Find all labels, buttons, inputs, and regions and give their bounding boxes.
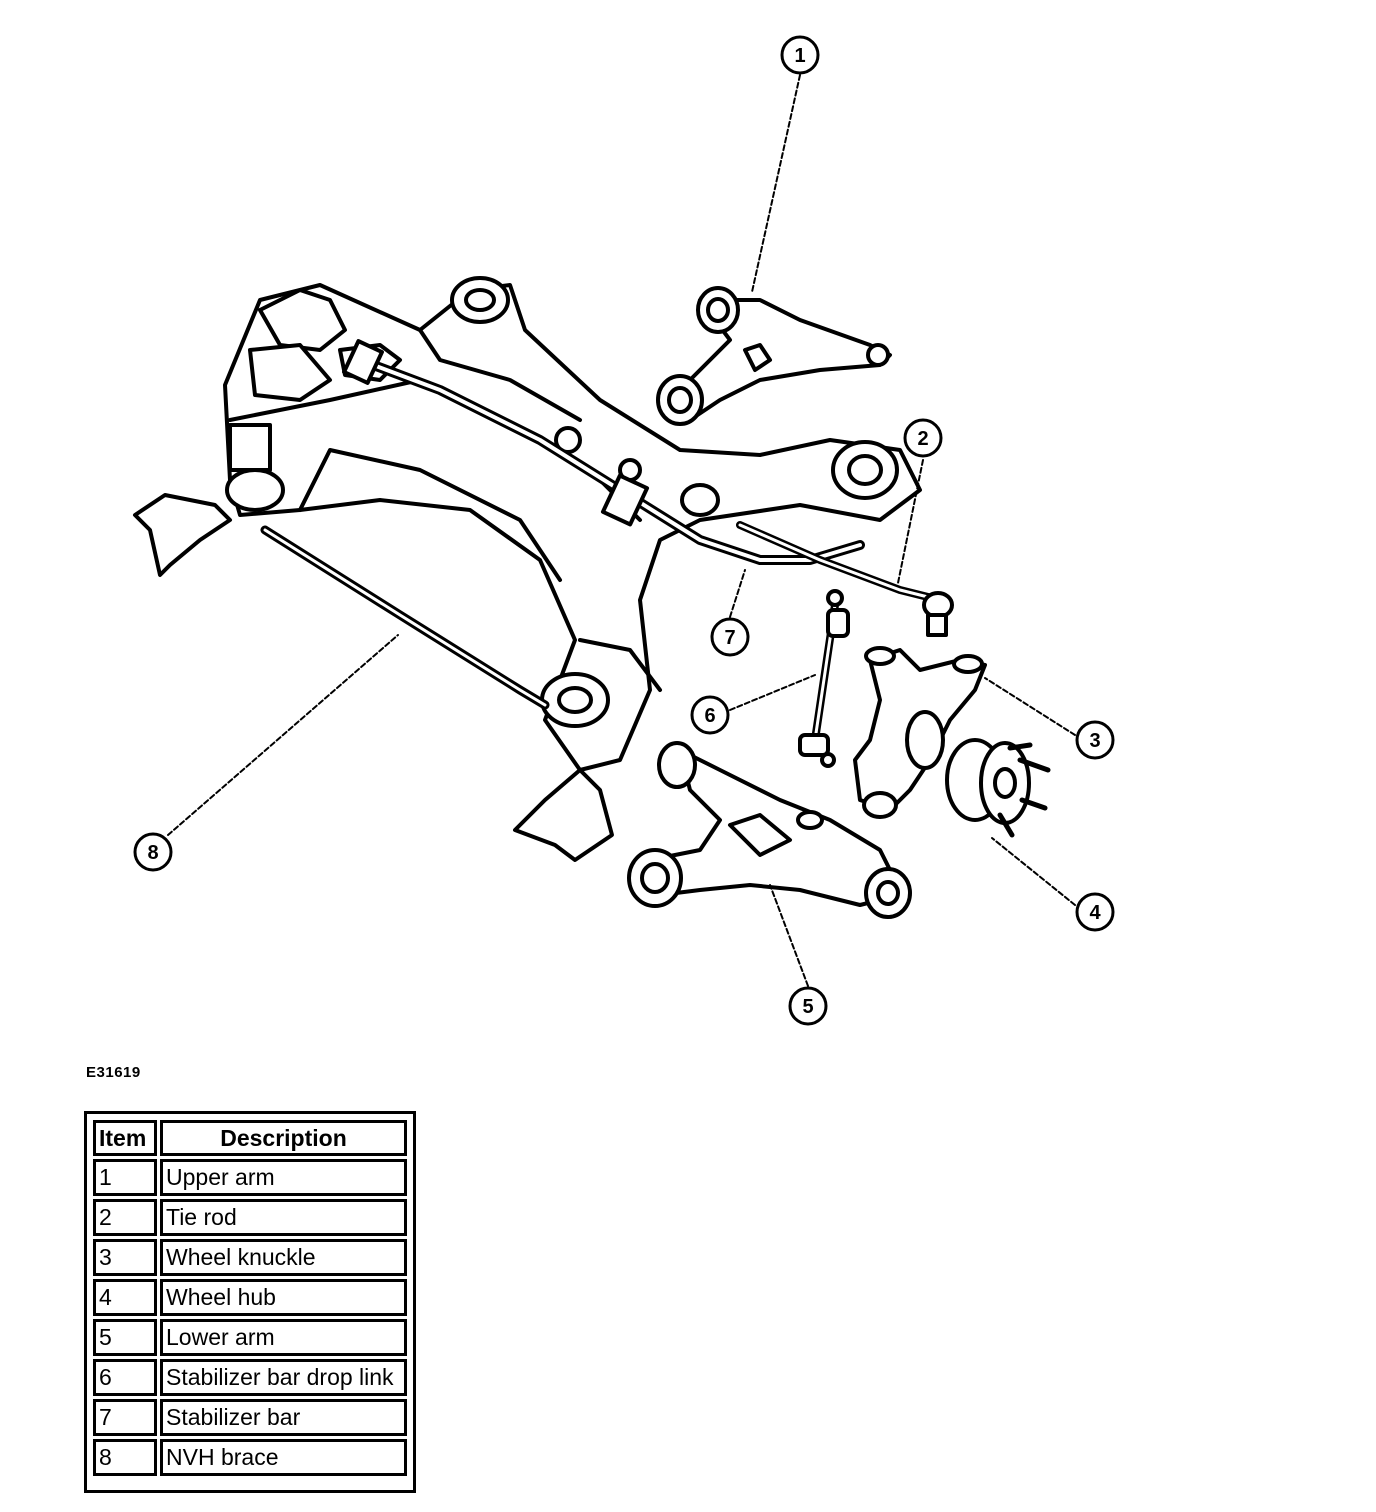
legend-item-description: Wheel knuckle xyxy=(160,1239,407,1276)
legend-item-number: 1 xyxy=(93,1159,157,1196)
callout-circle xyxy=(133,832,173,872)
legend-header-row: Item Description xyxy=(93,1120,407,1156)
callout-group: 1 2 3 4 5 6 7 8 xyxy=(133,35,1115,1026)
wheel-knuckle xyxy=(853,646,987,819)
callout-circle xyxy=(788,986,828,1026)
legend-header-description: Description xyxy=(160,1120,407,1156)
callout-number: 2 xyxy=(917,428,928,450)
legend-row: 2 Tie rod xyxy=(93,1199,407,1236)
stabilizer-bar xyxy=(342,339,865,565)
callout-circle xyxy=(903,418,943,458)
callout-number: 6 xyxy=(704,705,715,727)
callout-8: 8 xyxy=(133,832,173,872)
stabilizer-drop-link xyxy=(798,589,850,768)
nvh-brace xyxy=(260,525,550,710)
legend-table-frame: Item Description 1 Upper arm 2 Tie rod 3… xyxy=(84,1111,416,1493)
legend-item-number: 3 xyxy=(93,1239,157,1276)
callout-6: 6 xyxy=(690,695,730,735)
legend-row: 1 Upper arm xyxy=(93,1159,407,1196)
upper-arm xyxy=(656,286,892,426)
figure-id: E31619 xyxy=(86,1064,141,1081)
callout-circle xyxy=(710,617,750,657)
legend-item-description: Stabilizer bar drop link xyxy=(160,1359,407,1396)
callout-circle xyxy=(780,35,820,75)
legend-table: Item Description 1 Upper arm 2 Tie rod 3… xyxy=(90,1117,410,1479)
callout-circle xyxy=(690,695,730,735)
legend-item-description: NVH brace xyxy=(160,1439,407,1476)
legend-row: 3 Wheel knuckle xyxy=(93,1239,407,1276)
callout-number: 1 xyxy=(794,45,805,67)
legend-item-description: Tie rod xyxy=(160,1199,407,1236)
legend-item-number: 5 xyxy=(93,1319,157,1356)
callout-4: 4 xyxy=(1075,892,1115,932)
legend-item-number: 7 xyxy=(93,1399,157,1436)
callout-5: 5 xyxy=(788,986,828,1026)
callout-number: 3 xyxy=(1089,730,1100,752)
legend-item-number: 8 xyxy=(93,1439,157,1476)
leader-lines xyxy=(167,74,1076,987)
legend-row: 7 Stabilizer bar xyxy=(93,1399,407,1436)
legend-row: 6 Stabilizer bar drop link xyxy=(93,1359,407,1396)
legend-item-number: 2 xyxy=(93,1199,157,1236)
callout-number: 8 xyxy=(147,842,158,864)
suspension-exploded-diagram: 1 2 3 4 5 6 7 8 xyxy=(133,35,1115,1026)
lower-arm xyxy=(627,741,912,919)
legend-row: 8 NVH brace xyxy=(93,1439,407,1476)
wheel-hub xyxy=(945,738,1051,838)
callout-number: 4 xyxy=(1089,902,1101,924)
legend-header-item: Item xyxy=(93,1120,157,1156)
callout-number: 5 xyxy=(802,996,813,1018)
legend-item-description: Lower arm xyxy=(160,1319,407,1356)
legend-item-description: Upper arm xyxy=(160,1159,407,1196)
legend-item-description: Wheel hub xyxy=(160,1279,407,1316)
legend-row: 5 Lower arm xyxy=(93,1319,407,1356)
callout-circle xyxy=(1075,892,1115,932)
callout-2: 2 xyxy=(903,418,943,458)
callout-7: 7 xyxy=(710,617,750,657)
callout-circle xyxy=(1075,720,1115,760)
callout-3: 3 xyxy=(1075,720,1115,760)
legend-item-number: 6 xyxy=(93,1359,157,1396)
callout-number: 7 xyxy=(724,627,735,649)
legend-row: 4 Wheel hub xyxy=(93,1279,407,1316)
legend-item-description: Stabilizer bar xyxy=(160,1399,407,1436)
callout-1: 1 xyxy=(780,35,820,75)
legend-item-number: 4 xyxy=(93,1279,157,1316)
tie-rod xyxy=(736,521,954,637)
